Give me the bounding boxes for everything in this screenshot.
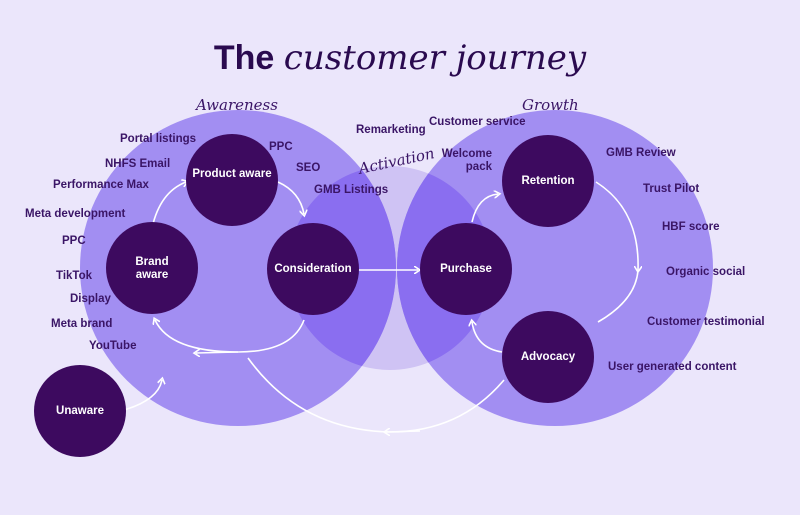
- channel-ppc: PPC: [62, 235, 86, 247]
- arrow-advocacy-loop: [597, 269, 639, 323]
- channel-youtube: YouTube: [89, 340, 137, 352]
- channel-remarketing: Remarketing: [356, 124, 426, 136]
- arrow-product-to-consideration: [277, 181, 304, 214]
- node-label-unaware: Unaware: [56, 405, 104, 417]
- arrow-return-head: [386, 431, 421, 432]
- node-retention: [502, 135, 594, 227]
- channel-organic-social: Organic social: [666, 266, 746, 278]
- channel-gmb-listings: GMB Listings: [314, 184, 389, 196]
- channel-welcome-pack: Welcome pack: [441, 148, 492, 173]
- channel-user-generated-content: User generated content: [608, 361, 737, 373]
- phase-awareness: Awareness: [196, 96, 278, 114]
- node-label-advocacy: Advocacy: [520, 351, 576, 363]
- node-label-retention: Retention: [521, 175, 575, 187]
- channel-nhfs-email: NHFS Email: [105, 158, 171, 170]
- node-brand-aware: [106, 222, 198, 314]
- channel-tiktok: TikTok: [56, 270, 92, 282]
- channel-customer-service: Customer service: [429, 116, 526, 128]
- page-title: The customer journey: [0, 38, 800, 78]
- channel-meta-development: Meta development: [25, 208, 126, 220]
- arrow-retention-to-advocacy: [595, 181, 638, 270]
- channel-ppc-top: PPC: [269, 141, 293, 153]
- channel-performance-max: Performance Max: [53, 179, 149, 191]
- title-bold: The: [213, 39, 275, 77]
- channel-seo: SEO: [296, 162, 321, 174]
- channel-gmb-review: GMB Review: [606, 147, 676, 159]
- channel-customer-testimonial: Customer testimonial: [647, 316, 765, 328]
- node-label-product-aware: Product aware: [192, 168, 272, 180]
- node-label-brand-aware: Brand aware: [135, 256, 169, 281]
- title-italic: customer journey: [283, 38, 587, 78]
- channel-trust-pilot: Trust Pilot: [643, 183, 700, 195]
- arrow-loop-head: [196, 352, 239, 353]
- node-label-purchase: Purchase: [440, 263, 492, 275]
- node-label-consideration: Consideration: [274, 263, 352, 275]
- channel-portal-listings: Portal listings: [120, 133, 197, 145]
- channel-hbf-score: HBF score: [662, 221, 720, 233]
- arrow-unaware-to-loop: [123, 380, 162, 411]
- node-advocacy: [502, 311, 594, 403]
- node-consideration: [267, 223, 359, 315]
- channel-display: Display: [70, 293, 111, 305]
- channel-meta-brand: Meta brand: [51, 318, 113, 330]
- phase-growth: Growth: [522, 96, 579, 114]
- growth-circle: [397, 110, 713, 426]
- node-purchase: [420, 223, 512, 315]
- arrow-purchase-to-retention: [471, 194, 498, 223]
- node-product-aware: [186, 134, 278, 226]
- node-unaware: [34, 365, 126, 457]
- arrow-advocacy-to-purchase: [472, 322, 503, 353]
- awareness-circle: [80, 110, 396, 426]
